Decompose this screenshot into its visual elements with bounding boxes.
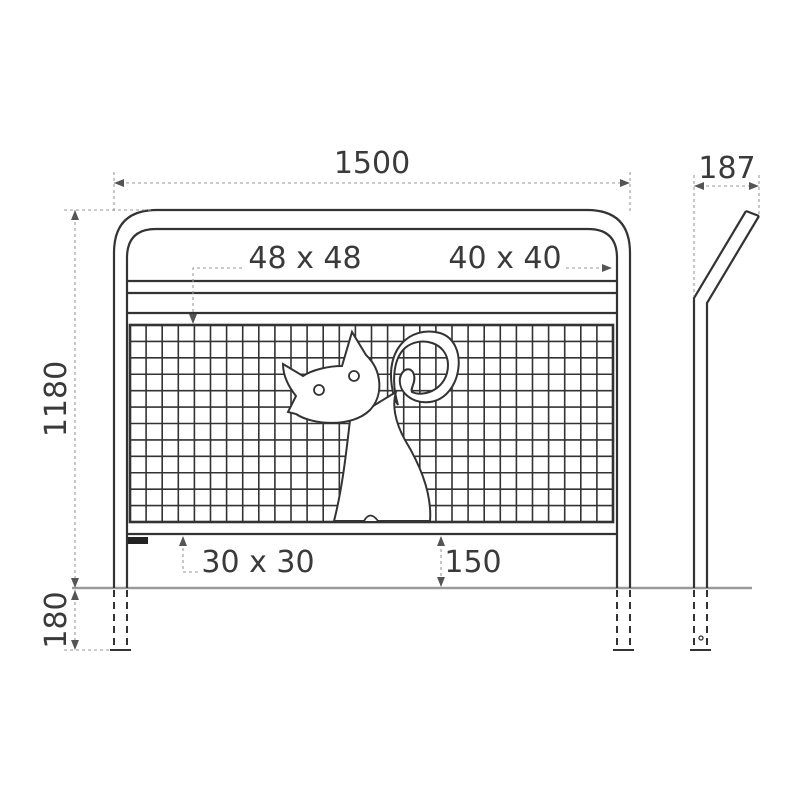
cat-foot: [363, 514, 379, 522]
underground-legs: [110, 590, 634, 651]
label-mesh-profile: 30 x 30: [201, 545, 314, 580]
dim-ground-depth: [64, 590, 112, 651]
dim-depth: [693, 175, 760, 296]
label-overall-height: 1180: [39, 361, 74, 437]
side-inner-edge: [705, 215, 760, 588]
fence-frame: [112, 208, 632, 588]
cat-eye-right: [348, 370, 360, 382]
dim-overall-width: [113, 172, 631, 212]
side-outer-edge: [692, 210, 747, 588]
cat-eye-left: [313, 384, 325, 396]
mounting-bracket: [128, 537, 148, 544]
cat-body: [332, 389, 432, 522]
label-overall-width: 1500: [334, 146, 410, 181]
frame-inner-edge: [125, 227, 619, 588]
label-depth: 187: [698, 151, 755, 186]
label-rail-profile: 40 x 40: [448, 241, 561, 276]
side-view-profile: [690, 209, 760, 651]
side-bolt: [698, 635, 704, 641]
dim-ground-clearance: [437, 536, 445, 587]
leader-top-profile: [189, 267, 242, 324]
side-tip: [745, 209, 760, 218]
frame-outer-edge: [112, 208, 632, 588]
leader-rail-profile: [566, 264, 612, 272]
cat-tail: [390, 330, 460, 406]
label-ground-depth: 180: [39, 591, 74, 648]
cat-silhouette: [281, 329, 460, 522]
cat-head: [281, 329, 381, 424]
dim-overall-height: [64, 209, 152, 588]
label-ground-clearance: 150: [444, 545, 501, 580]
leader-mesh-profile: [179, 536, 198, 573]
label-top-profile: 48 x 48: [248, 241, 361, 276]
